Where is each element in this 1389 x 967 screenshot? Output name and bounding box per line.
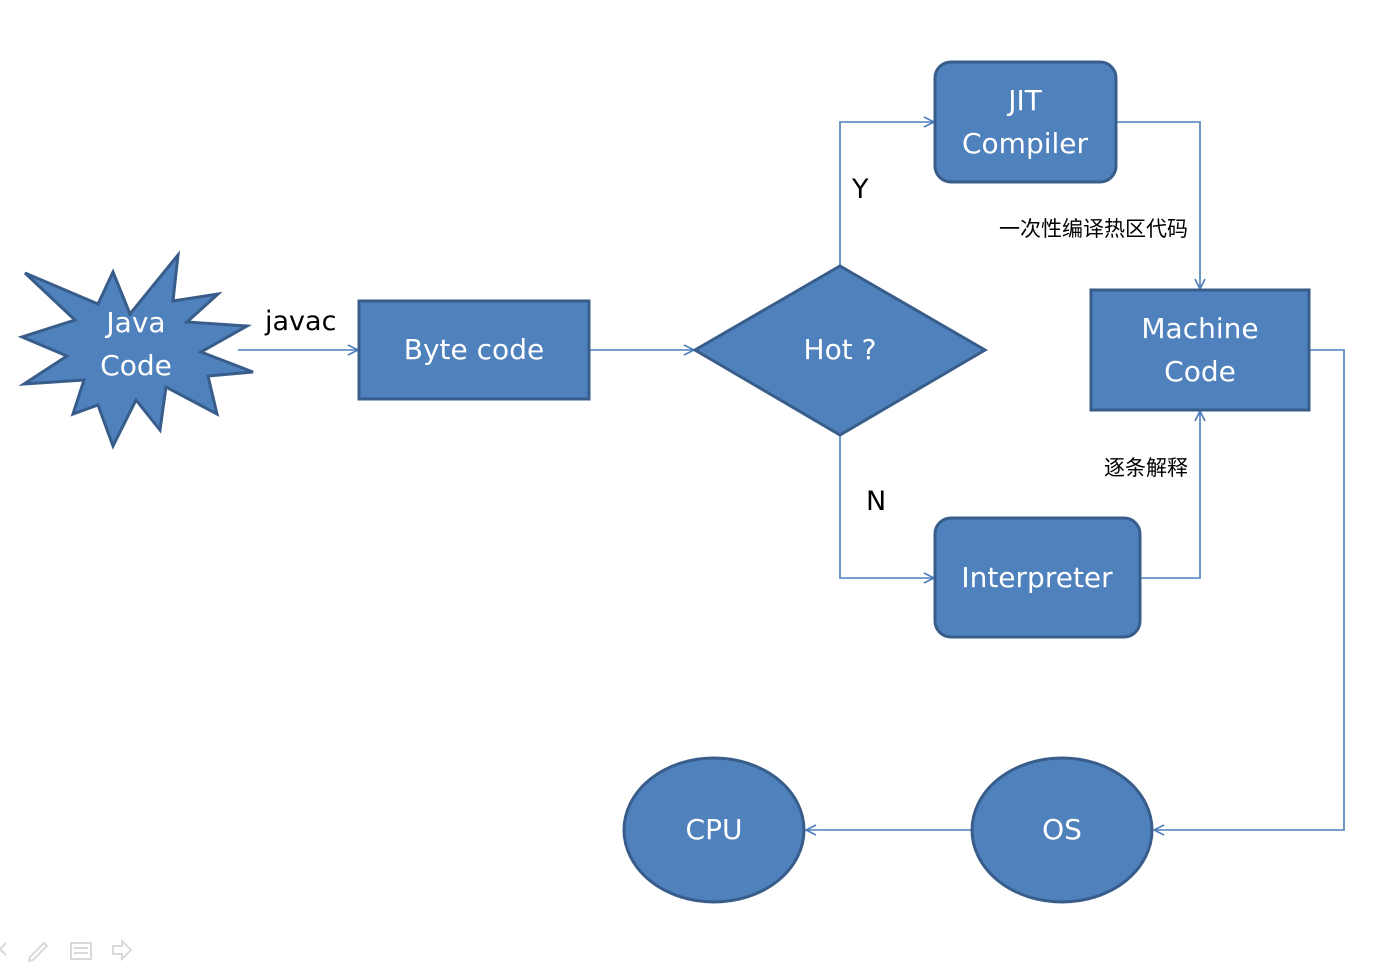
edge-jit-to-machine [1117,121,1200,289]
node-machine-code: Machine Code [1089,288,1311,412]
node-cpu: CPU [622,756,806,904]
edge-labels: javac Y N 一次性编译热区代码 逐条解释 [264,174,1188,517]
back-icon[interactable] [0,942,7,956]
java-code-label-line2: Code [100,349,172,382]
machine-code-box [1089,288,1311,412]
os-ellipse [970,756,1154,904]
machine-code-label-line1: Machine [1141,312,1258,345]
cpu-label: CPU [686,813,743,846]
slide-controls [0,938,133,963]
jit-compiler-box [933,60,1118,184]
cpu-ellipse [622,756,806,904]
hot-diamond-shape [692,264,988,437]
node-interpreter: Interpreter [933,516,1142,639]
forward-icon[interactable] [112,938,133,962]
byte-code-label: Byte code [404,333,544,366]
edge-label-yes: Y [851,174,869,205]
node-jit-compiler: JIT Compiler [933,60,1118,184]
edge-hot-yes [839,122,934,266]
node-os: OS [970,756,1154,904]
menu-icon[interactable] [70,942,92,960]
os-label: OS [1042,813,1082,846]
byte-code-box [357,299,591,401]
pen-icon[interactable] [27,941,49,963]
machine-code-label-line2: Code [1164,355,1236,388]
node-java-code: Java Code [17,250,254,450]
edge-machine-to-os [1154,349,1345,830]
java-code-star-shape [17,250,254,450]
edge-label-no: N [866,486,886,517]
interpreter-label: Interpreter [961,561,1113,594]
hot-label: Hot ? [804,333,877,366]
jit-compiler-label-line2: Compiler [962,127,1089,160]
edge-label-interpreter-to-machine: 逐条解释 [1104,456,1188,480]
node-byte-code: Byte code [357,299,591,401]
edge-interpreter-to-machine [1141,411,1200,579]
edge-label-jit-to-machine: 一次性编译热区代码 [999,217,1188,241]
node-hot-decision: Hot ? [692,264,988,437]
java-code-label-line1: Java [104,306,165,339]
interpreter-box [933,516,1142,639]
edge-hot-no [839,435,934,578]
edges [238,121,1345,830]
edge-label-javac: javac [264,306,336,337]
jit-compiler-label-line1: JIT [1006,84,1043,117]
